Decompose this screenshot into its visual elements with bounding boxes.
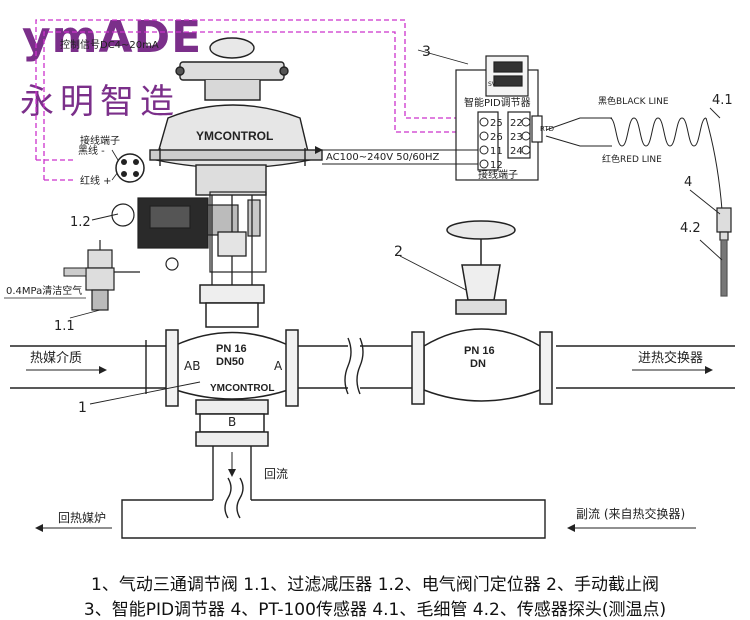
return-pipe bbox=[121, 446, 546, 539]
port-a-label: A bbox=[274, 359, 283, 373]
callout-4-2: 4.2 bbox=[680, 221, 701, 236]
callout-4: 4 bbox=[684, 175, 692, 190]
callout-1-1: 1.1 bbox=[54, 319, 75, 334]
return-boiler-label: 回热媒炉 bbox=[58, 511, 106, 525]
pid-terminal-label: 接线端子 bbox=[478, 168, 518, 181]
callout-3: 3 bbox=[422, 44, 431, 60]
signal-wires bbox=[35, 19, 478, 181]
pid-terminal-11: 11 bbox=[490, 146, 503, 157]
capillary-coil bbox=[545, 117, 723, 211]
actuator-label: YMCONTROL bbox=[196, 129, 273, 143]
globe-valve-dn: DN bbox=[470, 358, 486, 370]
port-ab-label: AB bbox=[184, 359, 200, 373]
bypass-label: 副流 (来自热交换器) bbox=[576, 506, 685, 521]
pid-terminal-12: 12 bbox=[490, 160, 503, 171]
pid-terminal-26: 26 bbox=[490, 132, 503, 143]
callout-1: 1 bbox=[78, 400, 87, 416]
pid-right-terminals: 22 23 24 bbox=[510, 117, 531, 157]
pid-terminal-24: 24 bbox=[510, 146, 523, 157]
terminal-block-title: 接线端子 bbox=[80, 134, 120, 147]
globe-valve-pn: PN 16 bbox=[464, 345, 495, 357]
air-supply-label: 0.4MPa清洁空气 bbox=[6, 284, 82, 297]
return-flow-label: 回流 bbox=[264, 467, 288, 481]
legend-line-1: 1、气动三通调节阀 1.1、过滤减压器 1.2、电气阀门定位器 2、手动截止阀 bbox=[91, 575, 659, 595]
callout-1-2: 1.2 bbox=[70, 215, 91, 230]
power-label: AC100~240V 50/60HZ bbox=[326, 152, 440, 163]
signal-label: 控制信号DC4~20mA bbox=[60, 38, 159, 51]
three-way-valve bbox=[165, 284, 299, 447]
red-wire-label: 红线 + bbox=[80, 174, 112, 187]
globe-valve bbox=[411, 220, 553, 405]
valve-dn: DN50 bbox=[216, 356, 244, 368]
callout-leaders bbox=[69, 49, 723, 405]
inlet-label: 热媒介质 bbox=[30, 351, 82, 366]
callout-2: 2 bbox=[394, 244, 403, 260]
pid-title: 智能PID调节器 bbox=[464, 96, 531, 109]
black-line-label: 黑色BLACK LINE bbox=[598, 95, 669, 107]
red-line-label: 红色RED LINE bbox=[602, 153, 662, 165]
black-wire-label: 黑线 - bbox=[78, 144, 105, 157]
pneumatic-actuator bbox=[149, 37, 323, 196]
valve-pn: PN 16 bbox=[216, 343, 247, 355]
main-pipe bbox=[10, 337, 735, 395]
filter-regulator bbox=[85, 240, 140, 311]
port-b-label: B bbox=[228, 415, 236, 429]
legend-line-2: 3、智能PID调节器 4、PT-100传感器 4.1、毛细管 4.2、传感器探头… bbox=[83, 600, 667, 620]
valve-body-brand: YMCONTROL bbox=[210, 383, 274, 394]
pid-terminal-23: 23 bbox=[510, 132, 523, 143]
valve-positioner bbox=[111, 191, 267, 273]
outlet-label: 进热交换器 bbox=[638, 350, 703, 366]
pid-terminal-22: 22 bbox=[510, 118, 523, 129]
pid-terminal-25: 25 bbox=[490, 118, 503, 129]
valve-yoke bbox=[211, 195, 253, 300]
pt100-sensor bbox=[716, 207, 732, 297]
pid-rtd-label: RTD bbox=[540, 125, 554, 133]
brand-chinese-name: 永明智造 bbox=[20, 82, 180, 122]
callout-4-1: 4.1 bbox=[712, 93, 733, 108]
pid-sv-label: SV bbox=[488, 81, 497, 88]
pid-left-terminals: 25 26 11 12 bbox=[479, 117, 503, 171]
terminal-connector bbox=[115, 153, 145, 183]
